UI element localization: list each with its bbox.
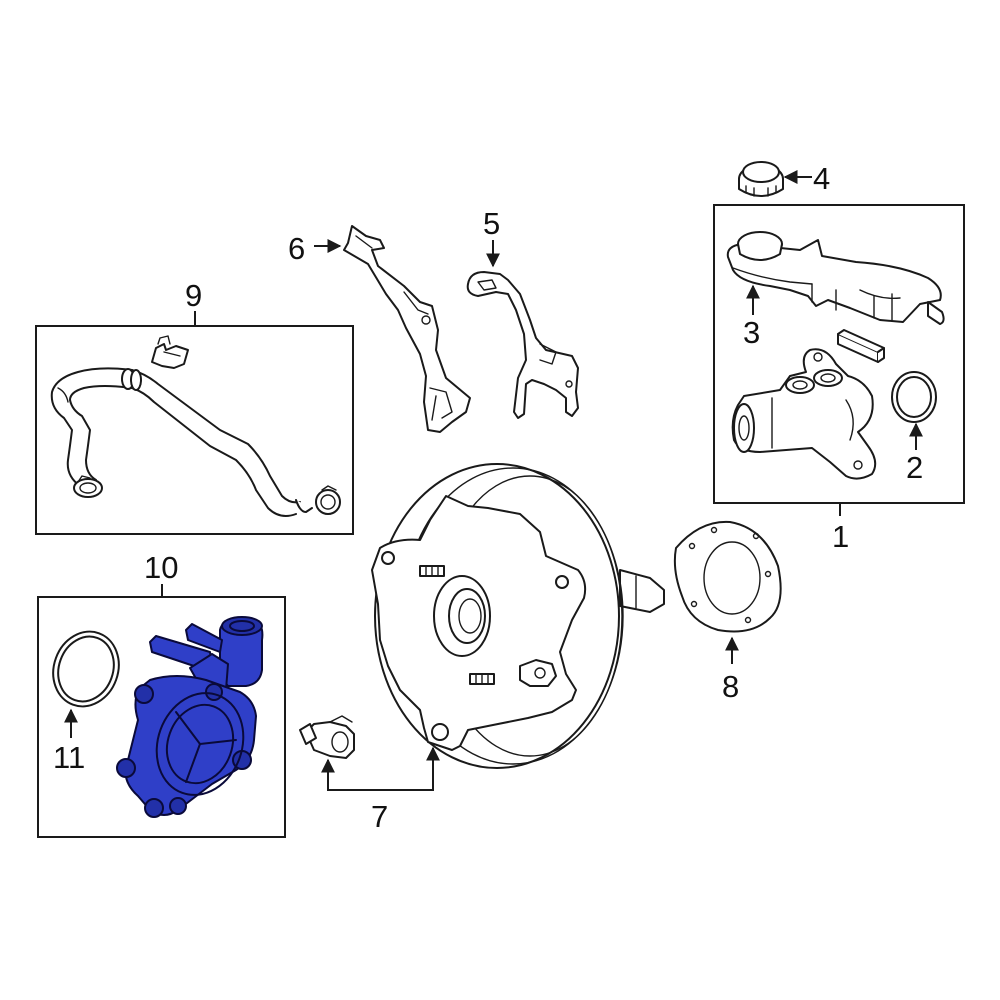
hose-connector[interactable]	[151, 335, 189, 369]
hose-clamp-left[interactable]	[73, 475, 103, 498]
callout-1: 1	[832, 519, 849, 554]
vacuum-pump[interactable]	[116, 616, 264, 818]
master-cylinder-o-ring[interactable]	[891, 371, 937, 423]
callout-4: 4	[813, 161, 830, 196]
vacuum-pump-o-ring[interactable]	[43, 622, 129, 715]
reservoir-grommet[interactable]	[837, 329, 885, 363]
callout-10: 10	[144, 550, 178, 585]
brake-booster[interactable]	[371, 463, 665, 769]
booster-gasket[interactable]	[673, 520, 782, 633]
brake-fluid-reservoir[interactable]	[726, 231, 945, 325]
callout-3: 3	[743, 315, 760, 350]
master-cylinder-body[interactable]	[731, 348, 877, 480]
callout-5: 5	[483, 206, 500, 241]
callout-9: 9	[185, 278, 202, 313]
bracket-6[interactable]	[343, 225, 471, 433]
callout-6: 6	[288, 231, 305, 266]
callout-7: 7	[371, 799, 388, 834]
hose-clamp-right[interactable]	[295, 485, 341, 515]
callout-11: 11	[53, 740, 85, 775]
vacuum-hose-group-box	[35, 325, 354, 535]
callout-2: 2	[906, 450, 923, 485]
bracket-5[interactable]	[466, 271, 579, 419]
reservoir-cap[interactable]	[738, 161, 784, 197]
vacuum-hose[interactable]	[50, 367, 301, 517]
callout-8: 8	[722, 669, 739, 704]
leader-7	[327, 752, 434, 791]
booster-sensor[interactable]	[299, 715, 355, 759]
